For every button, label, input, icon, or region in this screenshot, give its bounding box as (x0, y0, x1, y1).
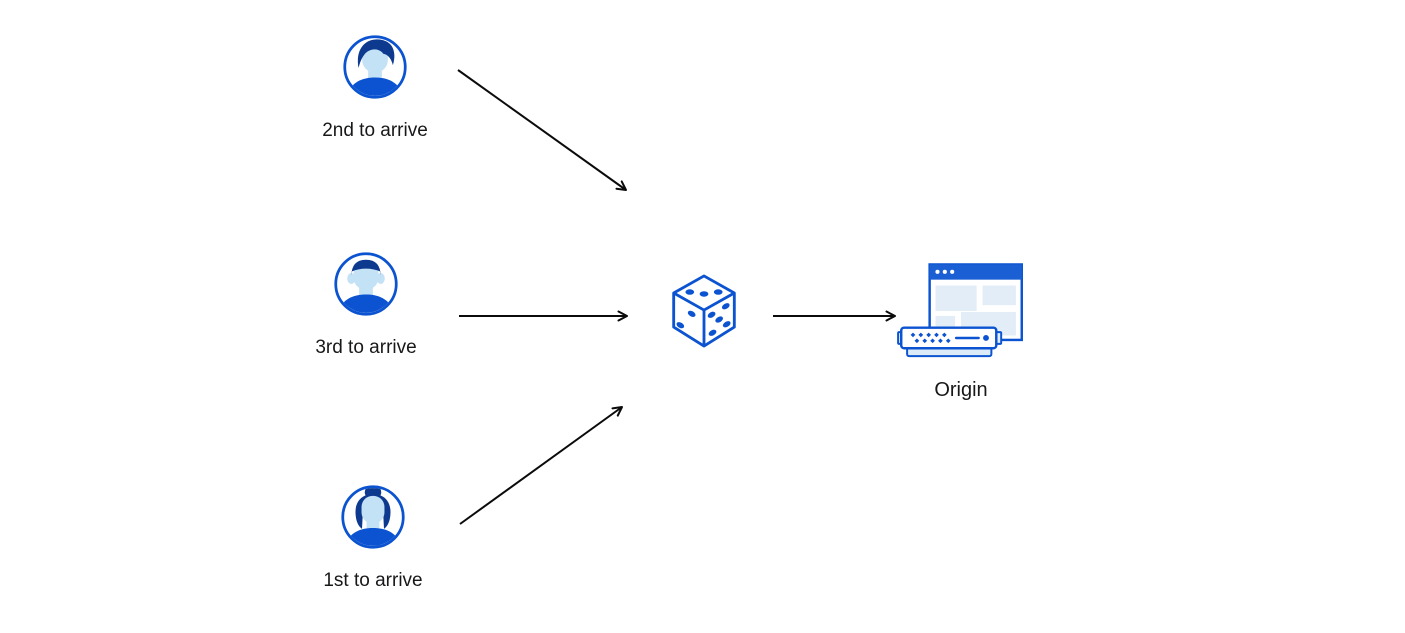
avatar-woman-bun-icon (340, 484, 406, 550)
origin-label: Origin (934, 379, 988, 401)
avatar-man-swept-hair-icon (342, 34, 408, 100)
origin-server-icon (896, 263, 1026, 361)
visitor-node-3rd-to-arrive: 3rd to arrive (281, 251, 451, 359)
visitor-label: 1st to arrive (323, 570, 423, 591)
visitor-label: 3rd to arrive (315, 337, 417, 358)
visitor-label: 2nd to arrive (322, 120, 428, 141)
arrow-2nd-to-dice (457, 69, 627, 191)
dice-icon (668, 272, 740, 350)
arrow-1st-to-dice (459, 406, 623, 525)
avatar-man-flat-hair-icon (333, 251, 399, 317)
origin-node: Origin (876, 263, 1046, 401)
visitor-node-2nd-to-arrive: 2nd to arrive (290, 34, 460, 142)
random-selector-node (668, 272, 740, 350)
visitor-node-1st-to-arrive: 1st to arrive (288, 484, 458, 592)
